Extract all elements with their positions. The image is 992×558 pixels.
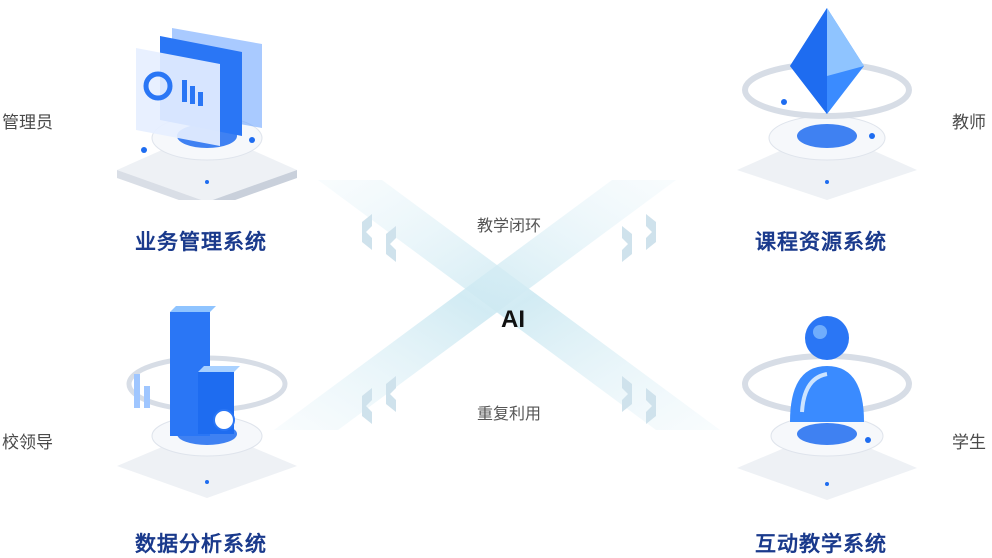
chevron-left-icon	[386, 376, 396, 412]
crystal-gem-icon	[737, 8, 917, 200]
chevron-right-icon	[622, 226, 632, 262]
chevron-right-icon	[622, 376, 632, 412]
cross-band-right-to-left	[274, 180, 676, 430]
system-title-course: 课程资源系统	[755, 230, 887, 254]
dashboard-monitor-icon	[117, 28, 297, 200]
center-label-bottom: 重复利用	[477, 404, 542, 423]
role-student: 学生	[952, 433, 986, 453]
role-leader: 校领导	[2, 433, 53, 453]
user-figure-icon	[737, 316, 917, 500]
chevron-right-icon	[646, 214, 656, 250]
role-teacher: 教师	[952, 113, 986, 133]
business-system-illustration	[112, 20, 302, 200]
system-title-interactive: 互动教学系统	[755, 532, 887, 556]
system-title-analytics: 数据分析系统	[135, 532, 267, 556]
center-label-top: 教学闭环	[477, 216, 542, 235]
data-towers-icon	[117, 306, 297, 498]
ai-label: AI	[501, 306, 525, 333]
chevron-left-icon	[386, 226, 396, 262]
chevron-right-icon	[646, 388, 656, 424]
chevron-left-icon	[362, 388, 372, 424]
role-admin: 管理员	[2, 113, 53, 133]
analytics-system-illustration	[112, 304, 302, 500]
system-title-business: 业务管理系统	[135, 230, 267, 254]
cross-band-left-to-right	[318, 180, 720, 430]
chevron-left-icon	[362, 214, 372, 250]
course-system-illustration	[732, 4, 922, 200]
interactive-system-illustration	[732, 312, 922, 502]
